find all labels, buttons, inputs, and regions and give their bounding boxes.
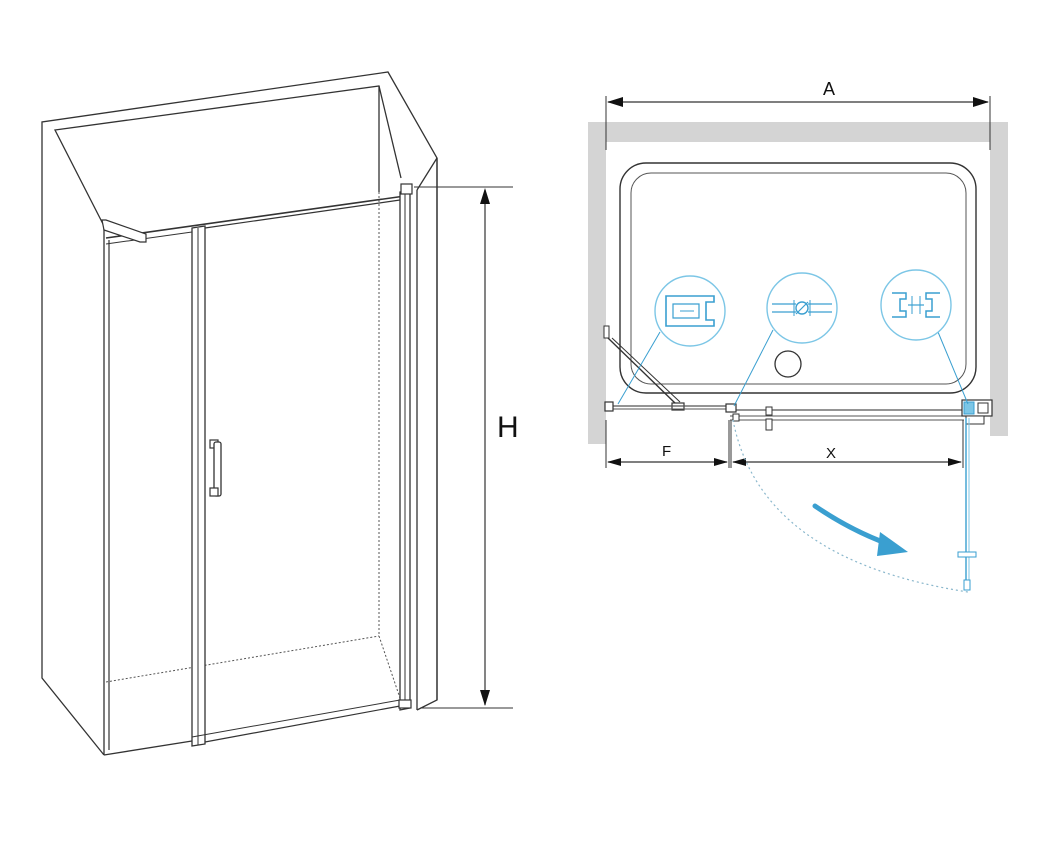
callout-leader-left	[617, 331, 661, 405]
fixed-panel-label: F	[662, 443, 671, 460]
floor-front-edge	[103, 740, 193, 756]
drain-icon	[774, 350, 802, 378]
shower-tray-inner	[630, 172, 967, 385]
right-wall-profile	[961, 399, 993, 425]
door-bottom-edge	[204, 705, 401, 743]
wall-profile-icon	[654, 275, 726, 347]
perspective-view: H	[41, 71, 519, 756]
door-top-edge	[204, 199, 401, 229]
handle-top-plan	[765, 406, 773, 416]
wall-bracket	[101, 219, 147, 243]
door-handle-icon	[209, 439, 222, 497]
height-label: H	[497, 411, 519, 444]
ceiling-inner-outline	[54, 85, 402, 227]
support-rod-shadow	[611, 337, 681, 403]
hinge-lower-block	[732, 413, 740, 422]
height-dimension	[414, 186, 513, 709]
door-bottom-cap	[398, 699, 412, 709]
fixed-panel-wall-profile	[604, 401, 614, 412]
door-swing-arc	[732, 419, 969, 593]
floor-side-dashed	[378, 635, 403, 705]
left-wall-outline	[41, 71, 438, 756]
swing-arrow-icon	[812, 503, 908, 556]
fixed-panel-dimension	[605, 420, 730, 468]
hinge-profile-icon	[766, 272, 838, 344]
top-support-bar	[105, 195, 406, 239]
right-wall-front-edge	[416, 158, 438, 711]
callout-leader-right	[937, 331, 969, 405]
callout-leader-middle	[733, 329, 774, 407]
rod-wall-mount	[603, 325, 610, 339]
right-wall-top-edge	[416, 157, 438, 191]
plan-view: A F	[588, 79, 1008, 593]
hinge-block	[725, 403, 737, 413]
support-rod	[607, 337, 677, 405]
handle-bottom-plan	[765, 418, 773, 431]
open-door-position	[957, 418, 977, 591]
width-label: A	[823, 79, 835, 99]
top-bar-lower-edge	[105, 231, 193, 245]
door-top-cap	[400, 183, 413, 195]
seal-profile-icon	[880, 269, 952, 341]
door-opening-dimension	[730, 420, 964, 468]
width-dimension	[605, 96, 991, 150]
floor-back-dashed	[105, 635, 380, 683]
door-bottom-seal	[191, 699, 401, 738]
door-opening-label: X	[826, 445, 836, 462]
